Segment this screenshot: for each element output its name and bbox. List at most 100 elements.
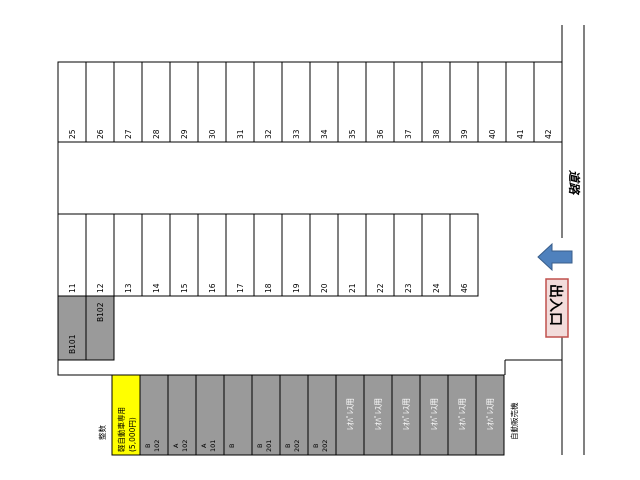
reserved-space-label: B	[312, 444, 320, 448]
space-number: 46	[460, 283, 469, 293]
kei-car-label: 軽自動車専用	[116, 407, 126, 452]
leopalace-space	[475, 374, 505, 456]
parking-space	[393, 213, 423, 297]
reserved-space	[139, 374, 169, 456]
leopalace-label: ﾚｵﾊﾟﾚｽ用	[346, 398, 355, 430]
space-number: 40	[488, 129, 497, 139]
space-number: 11	[68, 283, 77, 293]
space-number: 41	[516, 129, 525, 139]
leopalace-label: ﾚｵﾊﾟﾚｽ用	[402, 398, 411, 430]
parking-space	[421, 213, 451, 297]
entrance-arrow-icon	[537, 242, 573, 272]
parking-space	[281, 61, 311, 143]
space-number: 42	[544, 129, 553, 139]
parking-space	[57, 61, 87, 143]
space-number: 19	[292, 283, 301, 293]
space-number: 15	[180, 283, 189, 293]
space-number: 30	[208, 129, 217, 139]
reserved-space	[223, 374, 253, 456]
kei-car-price: (5,000円)	[128, 417, 137, 452]
parking-space	[505, 61, 535, 143]
leopalace-label: ﾚｵﾊﾟﾚｽ用	[430, 398, 439, 430]
space-number: 38	[432, 129, 441, 139]
reserved-space-label: B	[144, 444, 152, 448]
reserved-space-label: B	[228, 444, 236, 448]
parking-space	[225, 61, 255, 143]
parking-space	[421, 61, 451, 143]
small-block-label: B102	[96, 302, 105, 322]
parking-space	[169, 61, 199, 143]
parking-space	[253, 61, 283, 143]
reserved-space-number: 101	[209, 440, 217, 452]
road-label: 道路	[567, 170, 581, 196]
reserved-space	[251, 374, 281, 456]
space-number: 31	[236, 129, 245, 139]
space-number: 16	[208, 283, 217, 293]
space-number: 27	[124, 129, 133, 139]
parking-space	[253, 213, 283, 297]
space-number: 22	[376, 283, 385, 293]
parking-space	[337, 61, 367, 143]
parking-space	[197, 213, 227, 297]
kei-car-space	[111, 374, 141, 456]
small-block	[85, 295, 115, 361]
space-number: 26	[96, 129, 105, 139]
reserved-space-number: 202	[321, 440, 329, 452]
space-number: 18	[264, 283, 273, 293]
leopalace-space	[335, 374, 365, 456]
reserved-space-number: 102	[153, 440, 161, 452]
parking-space	[365, 61, 395, 143]
parking-space	[141, 61, 171, 143]
gate-label: 出入口	[547, 284, 564, 326]
space-number: 28	[152, 129, 161, 139]
space-number: 37	[404, 129, 413, 139]
leopalace-label: ﾚｵﾊﾟﾚｽ用	[458, 398, 467, 430]
reserved-space-number: 202	[293, 440, 301, 452]
space-number: 36	[376, 129, 385, 139]
space-number: 32	[264, 129, 273, 139]
leopalace-label: ﾚｵﾊﾟﾚｽ用	[374, 398, 383, 430]
space-number: 20	[320, 283, 329, 293]
reserved-space-label: A	[200, 443, 208, 448]
leopalace-space	[447, 374, 477, 456]
parking-space	[533, 61, 563, 143]
space-number: 39	[460, 129, 469, 139]
parking-space	[309, 213, 339, 297]
parking-space	[337, 213, 367, 297]
leopalace-space	[391, 374, 421, 456]
reserved-space	[167, 374, 197, 456]
reserved-space	[307, 374, 337, 456]
middle-row-spaces: 11 12 13 14 15 16 17 18 19 20 21 22 23 24 46	[57, 213, 479, 297]
space-number: 12	[96, 283, 105, 293]
leopalace-label: ﾚｵﾊﾟﾚｽ用	[486, 398, 495, 430]
parking-space	[281, 213, 311, 297]
space-number: 14	[152, 283, 161, 293]
parking-space	[197, 61, 227, 143]
reserved-space-number: 102	[181, 440, 189, 452]
parking-space	[309, 61, 339, 143]
space-number: 23	[404, 283, 413, 293]
vending-machine-label: 自動販売機	[509, 402, 519, 440]
space-number: 33	[292, 129, 301, 139]
reserved-space-label: B	[284, 444, 292, 448]
reserved-space-label: B	[256, 444, 264, 448]
reserved-space	[279, 374, 309, 456]
reserved-space-label: A	[172, 443, 180, 448]
space-number: 25	[68, 129, 77, 139]
space-number: 24	[432, 283, 441, 293]
parking-space	[393, 61, 423, 143]
space-number: 17	[236, 283, 245, 293]
parking-space	[169, 213, 199, 297]
parking-space	[365, 213, 395, 297]
small-blocks: B101 B102	[57, 295, 115, 361]
note-label: 整数	[97, 425, 107, 440]
reserved-space-number: 201	[265, 440, 273, 452]
small-block-label: B101	[68, 334, 77, 354]
gate-label-box	[545, 278, 569, 338]
space-number: 21	[348, 283, 357, 293]
space-number: 29	[180, 129, 189, 139]
space-number: 13	[124, 283, 133, 293]
